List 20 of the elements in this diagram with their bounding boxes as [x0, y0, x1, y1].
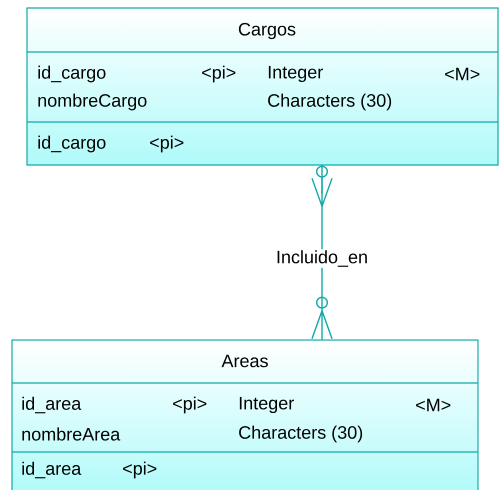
mandatory-marker: <M> — [416, 398, 450, 412]
mandatory-marker: <M> — [445, 68, 480, 80]
data-type: Integer — [268, 66, 323, 82]
attribute-name: id_area — [22, 396, 82, 414]
relationship-line — [311, 164, 333, 340]
data-type: Characters (30) — [268, 94, 392, 110]
data-type: Integer — [240, 396, 294, 414]
identifier-marker: <pi> — [150, 136, 184, 152]
identifier-marker: <pi> — [202, 66, 236, 82]
table-title: Cargos — [238, 22, 296, 40]
key-attribute: id_cargo — [38, 136, 106, 152]
data-type: Characters (30) — [239, 426, 362, 442]
key-attribute: id_area — [22, 462, 82, 478]
table-title: Areas — [222, 354, 268, 368]
identifier-marker: <pi> — [123, 462, 156, 478]
edge-label: Incluido_en — [274, 249, 370, 268]
attribute-name: id_cargo — [38, 66, 106, 82]
attribute-name: nombreCargo — [38, 94, 146, 110]
identifier-marker: <pi> — [173, 396, 206, 414]
attribute-name: nombreArea — [22, 427, 120, 441]
